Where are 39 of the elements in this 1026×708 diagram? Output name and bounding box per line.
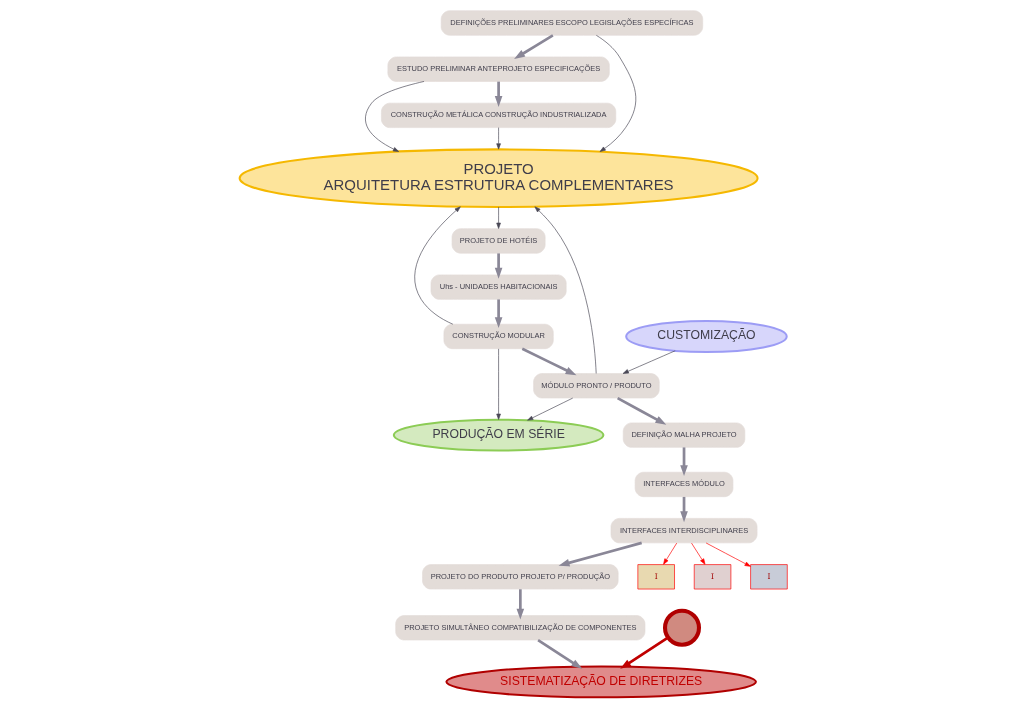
node-ellipse: SISTEMATIZAÇÃO DE DIRETRIZES: [444, 665, 757, 699]
arrow: [495, 348, 501, 420]
arrow: [521, 347, 576, 376]
node-box: PROJETO SIMULTÂNEO COMPATIBILIZAÇÃO DE COMPONENTES: [394, 615, 645, 641]
node-ellipse: CUSTOMIZAÇÃO: [624, 320, 788, 353]
arrow: [495, 206, 501, 229]
node-box: INTERFACES INTERDISCIPLINARES: [610, 518, 757, 544]
arrow: [679, 447, 688, 477]
arrow: [534, 206, 596, 374]
node-box: CONSTRUÇÃO MODULAR: [443, 323, 554, 349]
arrow: [662, 542, 677, 565]
node-box: DEFINIÇÃO MALHA PROJETO: [622, 422, 745, 448]
arrow: [413, 206, 461, 325]
arrow: [705, 542, 751, 567]
arrow: [495, 127, 501, 150]
node-circle: [662, 608, 701, 647]
arrow: [595, 35, 636, 152]
node-box: DEFINIÇÕES PRELIMINARES ESCOPO LEGISLAÇÕES ESPECÍFICAS: [440, 10, 703, 36]
arrow: [494, 299, 502, 329]
arrow: [494, 81, 502, 107]
node-box: CONSTRUÇÃO METÁLICA CONSTRUÇÃO INDUSTRIALIZADA: [380, 102, 616, 128]
arrow: [690, 542, 705, 565]
arrow: [622, 350, 676, 374]
node-box: INTERFACES MÓDULO: [634, 471, 733, 497]
arrow: [558, 541, 642, 567]
arrow: [516, 589, 524, 620]
node-ellipse: PRODUÇÃO EM SÉRIE: [392, 418, 604, 452]
node-box: ESTUDO PRELIMINAR ANTEPROJETO ESPECIFICAÇÕES: [387, 56, 610, 82]
node-box: Uhs - UNIDADES HABITACIONAIS: [430, 274, 567, 300]
node-box: MÓDULO PRONTO / PRODUTO: [532, 373, 660, 399]
arrow: [619, 636, 669, 669]
arrow: [364, 81, 424, 152]
arrow: [526, 397, 573, 421]
node-box: PROJETO DO PRODUTO PROJETO P/ PRODUÇÃO: [421, 564, 618, 590]
arrow: [513, 34, 554, 60]
arrow: [494, 253, 502, 279]
arrow: [616, 396, 666, 425]
node-box: PROJETO DE HOTÉIS: [451, 228, 545, 254]
arrow: [536, 638, 582, 669]
